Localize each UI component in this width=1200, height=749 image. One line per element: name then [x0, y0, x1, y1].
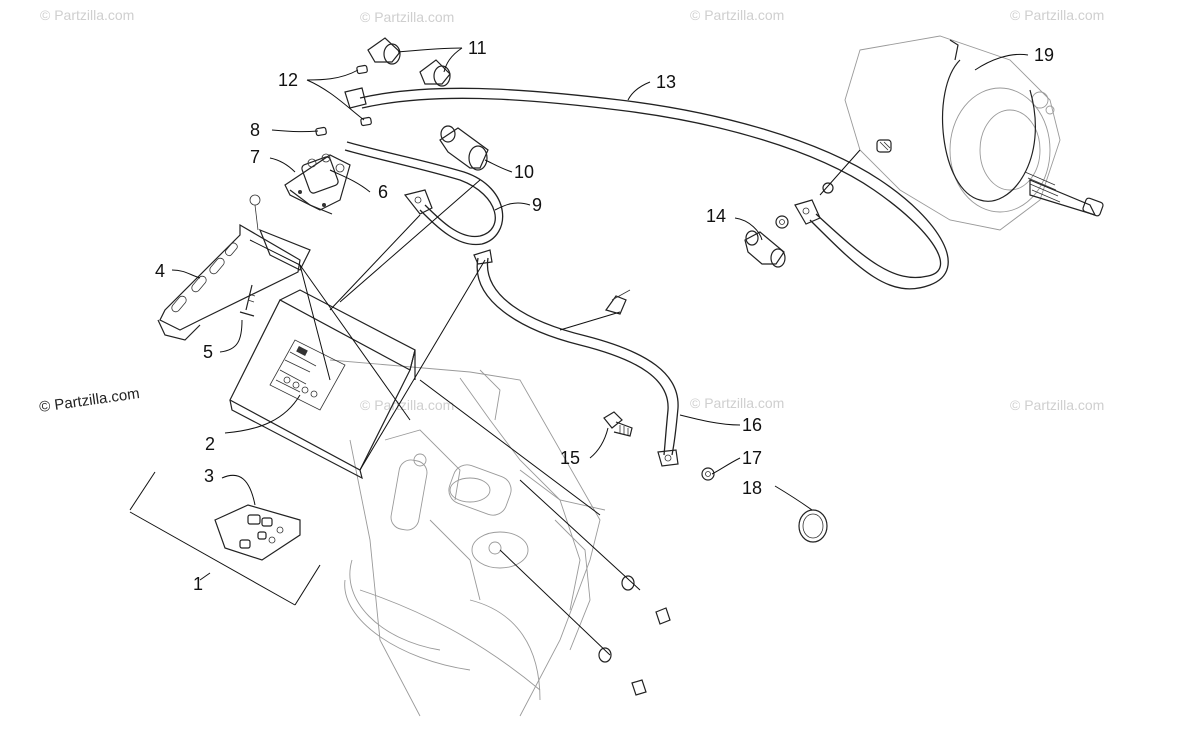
chassis-frame: [329, 359, 606, 717]
callout-4[interactable]: 4: [155, 261, 165, 281]
callout-13[interactable]: 13: [656, 72, 676, 92]
callout-16[interactable]: 16: [742, 415, 762, 435]
starter-cable-13: [344, 87, 949, 290]
watermark-dark: © Partzilla.com: [38, 385, 140, 416]
ground-cable-16: [473, 249, 679, 467]
watermark: © Partzilla.com: [1010, 397, 1104, 413]
callout-1[interactable]: 1: [193, 574, 203, 594]
callout-2[interactable]: 2: [205, 434, 215, 454]
watermark: © Partzilla.com: [40, 7, 134, 23]
watermark: © Partzilla.com: [360, 397, 454, 413]
callout-5[interactable]: 5: [203, 342, 213, 362]
callout-14[interactable]: 14: [706, 206, 726, 226]
starter-motor: [844, 35, 1104, 231]
hardware-bottom: [598, 575, 671, 696]
watermark: © Partzilla.com: [1010, 7, 1104, 23]
callout-18[interactable]: 18: [742, 478, 762, 498]
callout-10[interactable]: 10: [514, 162, 534, 182]
terminal-boots: [367, 37, 451, 87]
callout-17[interactable]: 17: [742, 448, 762, 468]
callout-6[interactable]: 6: [378, 182, 388, 202]
terminal-boot-14: [744, 230, 786, 268]
battery-cable-9: [344, 141, 504, 246]
callout-19[interactable]: 19: [1034, 45, 1054, 65]
watermark: © Partzilla.com: [690, 395, 784, 411]
callout-3[interactable]: 3: [204, 466, 214, 486]
starter-solenoid: [284, 153, 351, 215]
bolt-5: [239, 284, 256, 317]
callout-7[interactable]: 7: [250, 147, 260, 167]
callout-11[interactable]: 11: [468, 38, 487, 58]
battery: [229, 289, 416, 480]
ground-bolts: [603, 289, 633, 437]
callout-labels: 1 2 3 4 5 6 7 8 9 10 11 12 13 14 15 16 1…: [155, 38, 1054, 594]
callout-9[interactable]: 9: [532, 195, 542, 215]
watermark: © Partzilla.com: [360, 9, 454, 25]
washers: [701, 182, 834, 543]
terminal-boot-10: [439, 125, 489, 171]
callout-8[interactable]: 8: [250, 120, 260, 140]
hardware-kit: [129, 471, 321, 606]
callout-12[interactable]: 12: [278, 70, 298, 90]
leader-lines: [171, 47, 1029, 656]
battery-strap-bracket: [157, 194, 311, 341]
callout-15[interactable]: 15: [560, 448, 580, 468]
watermark: © Partzilla.com: [690, 7, 784, 23]
